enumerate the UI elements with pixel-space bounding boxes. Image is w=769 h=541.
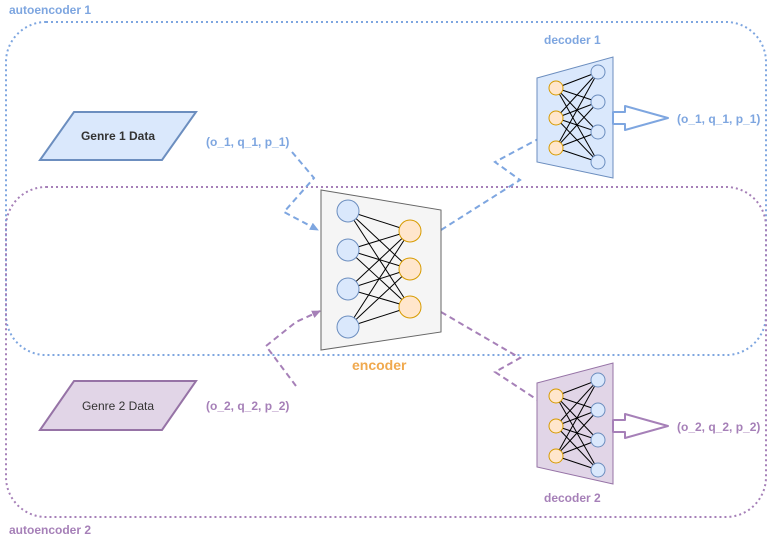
decoder-2-output-node [590, 462, 606, 478]
autoencoder-1-title: autoencoder 1 [9, 3, 92, 17]
autoencoder-1-group [5, 21, 767, 356]
decoder-1-latent-node [548, 110, 564, 126]
encoder-nodes [336, 199, 422, 339]
encoder-latent-node [398, 219, 422, 243]
connector-encoder-to-decoder1 [440, 137, 541, 231]
autoencoder-2-title: autoencoder 2 [9, 523, 92, 537]
genre-2-data-label: Genre 2 Data [82, 399, 154, 413]
decoder-2-latent-node [548, 418, 564, 434]
connector-encoder-to-decoder2 [440, 311, 569, 421]
decoder-1-edge [555, 101, 599, 149]
decoder-2-output-node [590, 402, 606, 418]
connector-genre2-to-encoder [264, 310, 321, 387]
decoder-2-output-node [590, 372, 606, 388]
decoder-2-output-node [590, 432, 606, 448]
encoder-input-node [336, 199, 360, 223]
encoder-edge [347, 230, 411, 290]
decoder-1-nodes [548, 64, 606, 170]
decoder-2-title: decoder 2 [544, 491, 601, 505]
decoder-1-title: decoder 1 [544, 33, 601, 47]
decoder-1-latent-node [548, 80, 564, 96]
encoder-edge [347, 268, 411, 328]
decoder-2-nodes [548, 372, 606, 478]
decoder-1-output-node [590, 64, 606, 80]
genre-2-data-shape[interactable] [38, 380, 198, 431]
encoder-edge [347, 230, 411, 328]
latent-vector-1-label: (o_1, q_1, p_1) [206, 135, 290, 149]
output-2-label: (o_2, q_2, p_2) [677, 420, 761, 434]
encoder-latent-node [398, 295, 422, 319]
decoder-1-latent-node [548, 140, 564, 156]
genre-1-data-shape[interactable] [38, 111, 198, 161]
output-1-label: (o_1, q_1, p_1) [677, 112, 761, 126]
latent-vector-2-label: (o_2, q_2, p_2) [206, 399, 290, 413]
decoder-1-output-node [590, 124, 606, 140]
decoder-2-edge [555, 409, 599, 457]
decoder-1-output-node [590, 94, 606, 110]
output-arrow-2 [612, 413, 669, 439]
decoder-1-output-node [590, 154, 606, 170]
encoder-title: encoder [352, 357, 407, 373]
output-arrow-1 [612, 105, 669, 131]
encoder-input-node [336, 315, 360, 339]
decoder-1-edge [555, 71, 599, 149]
decoder-2-latent-node [548, 448, 564, 464]
encoder-latent-node [398, 257, 422, 281]
decoder-2-latent-node [548, 388, 564, 404]
decoder-2-edge [555, 379, 599, 457]
connector-genre1-to-encoder [282, 151, 319, 231]
autoencoder-2-group [5, 186, 767, 518]
encoder-input-node [336, 277, 360, 301]
encoder-input-node [336, 238, 360, 262]
decoder-1-edge [555, 71, 599, 119]
decoder-2-edge [555, 379, 599, 427]
genre-1-data-label: Genre 1 Data [81, 129, 155, 143]
